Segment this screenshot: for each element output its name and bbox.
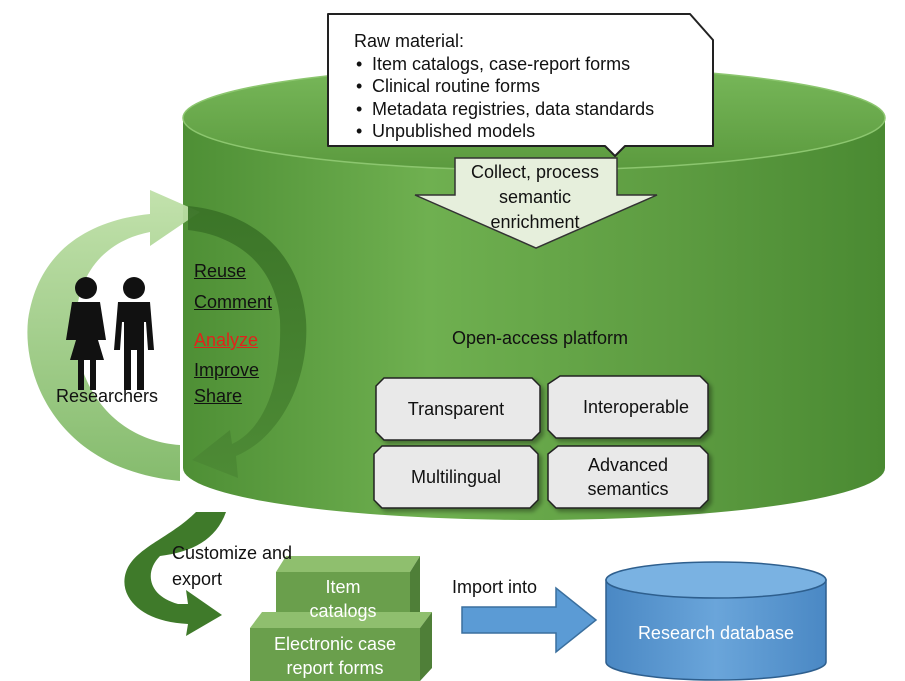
collect-line-3: enrichment [490, 212, 580, 232]
ecrf-box [250, 612, 432, 681]
feature-box-interoperable [547, 375, 709, 439]
raw-material-text: Raw material: Item catalogs, case-report… [354, 30, 694, 143]
feature-transparent-label: Transparent [407, 399, 505, 419]
advanced-line-2: semantics [587, 479, 669, 499]
platform-label: Open-access platform [451, 328, 629, 348]
item-catalogs-line-1: Item [325, 577, 361, 597]
advanced-line-1: Advanced [587, 455, 669, 475]
feature-box-transparent [375, 377, 541, 441]
raw-material-title: Raw material: [354, 31, 465, 51]
researchers-icon [66, 277, 154, 390]
ecrf-line-2: report forms [286, 658, 384, 678]
ecrf-line-1: Electronic case [273, 634, 397, 654]
collect-process-arrow [414, 157, 658, 249]
customize-line-1: Customize and [172, 543, 293, 563]
feature-interoperable-label: Interoperable [582, 397, 690, 417]
feature-box-multilingual [373, 445, 539, 509]
action-share-link[interactable]: Share [194, 386, 243, 406]
raw-material-item: Clinical routine forms [354, 75, 694, 98]
action-improve-link[interactable]: Improve [194, 360, 260, 380]
collect-line-1: Collect, process [470, 162, 600, 182]
ecrf-label: Electronic case report forms [250, 632, 420, 680]
collect-process-label: Collect, process semantic enrichment [440, 160, 630, 235]
feature-box-advanced-semantics [547, 445, 709, 509]
action-comment-link[interactable]: Comment [194, 292, 273, 312]
item-catalogs-label: Item catalogs [276, 575, 410, 623]
raw-material-item: Item catalogs, case-report forms [354, 53, 694, 76]
customize-export-arrow [124, 512, 226, 636]
raw-material-item: Unpublished models [354, 120, 694, 143]
researchers-label: Researchers [56, 386, 159, 406]
import-label: Import into [452, 577, 538, 597]
research-database-label: Research database [637, 623, 795, 643]
feature-advanced-semantics-label: Advanced semantics [558, 453, 698, 501]
customize-export-label: Customize and export [172, 540, 292, 592]
research-database-cylinder [605, 561, 827, 681]
researchers-cycle-arrow-up [27, 190, 200, 481]
customize-line-2: export [172, 569, 223, 589]
collect-line-2: semantic [498, 187, 572, 207]
platform-cycle-arrow-down [188, 206, 307, 478]
action-reuse-link[interactable]: Reuse [194, 261, 247, 281]
raw-material-list: Item catalogs, case-report forms Clinica… [354, 53, 694, 143]
action-analyze-link[interactable]: Analyze [194, 330, 259, 350]
feature-multilingual-label: Multilingual [410, 467, 502, 487]
item-catalogs-line-2: catalogs [309, 601, 377, 621]
import-arrow [461, 586, 598, 654]
raw-material-item: Metadata registries, data standards [354, 98, 694, 121]
